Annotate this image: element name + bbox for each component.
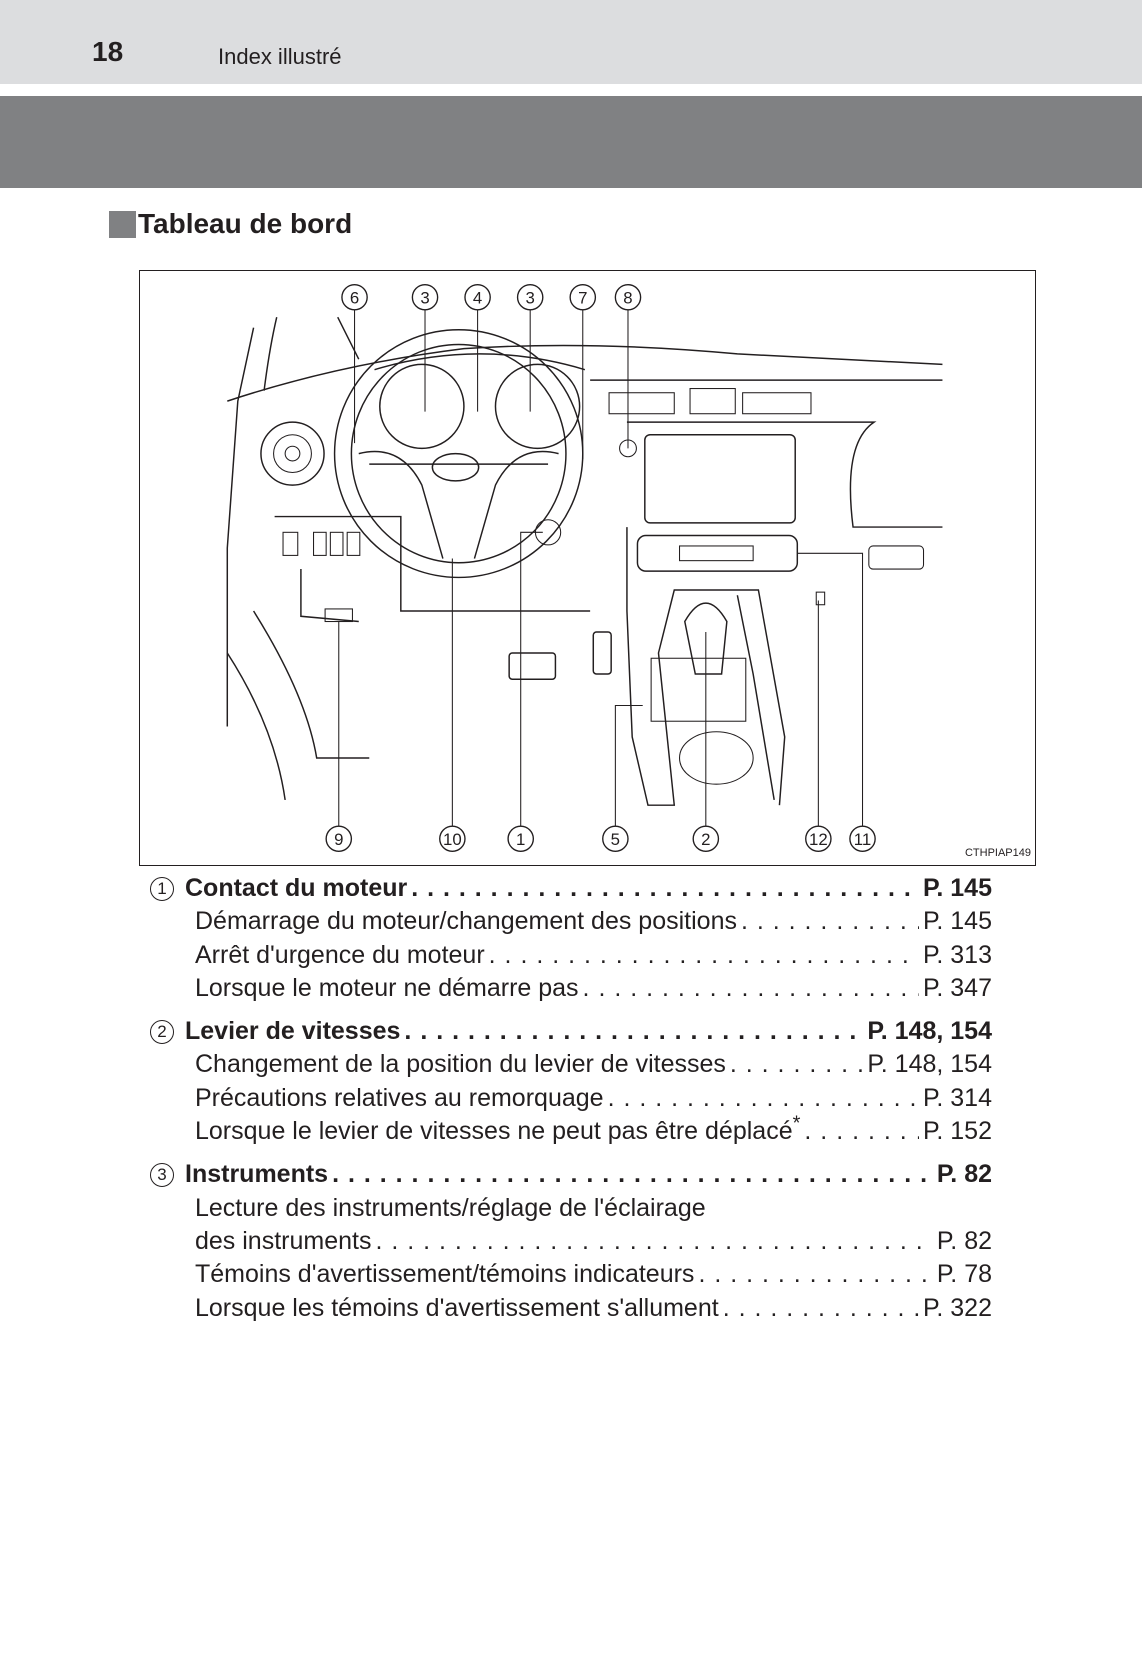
page-number: 18 (92, 36, 124, 67)
section-title-text: Tableau de bord (138, 208, 353, 239)
page-ref[interactable]: P. 313 (922, 940, 992, 969)
footnote-asterisk: * (792, 1112, 801, 1135)
svg-text:3: 3 (420, 289, 429, 308)
svg-text:5: 5 (611, 830, 620, 849)
svg-text:9: 9 (334, 830, 343, 849)
callout-2: 2 (692, 825, 720, 853)
svg-text:6: 6 (350, 289, 359, 308)
entry-title: Levier de vitesses (185, 1017, 401, 1046)
entry-number-icon: 2 (150, 1020, 180, 1046)
callout-4: 4 (464, 283, 491, 311)
entry-number-icon: 1 (150, 877, 180, 903)
header-band (0, 96, 1142, 188)
svg-text:8: 8 (623, 289, 632, 308)
dashboard-lines (226, 316, 943, 806)
dashboard-illustration: 6 3 4 3 7 8 9 10 1 5 2 12 11 CTHPIAP149 (139, 270, 1036, 866)
page-ref[interactable]: P. 145 (922, 907, 992, 936)
page-ref[interactable]: P. 148, 154 (867, 1050, 992, 1079)
dashboard-drawing: 6 3 4 3 7 8 9 10 1 5 2 12 11 (226, 283, 943, 853)
entry-item[interactable]: Arrêt d'urgence du moteurP. 313 (150, 939, 992, 972)
page-ref[interactable]: P. 82 (936, 1226, 992, 1255)
svg-text:4: 4 (473, 289, 482, 308)
entry-item[interactable]: Lorsque le levier de vitesses ne peut pa… (150, 1112, 992, 1148)
callout-6: 6 (341, 283, 368, 311)
page-ref[interactable]: P. 347 (922, 973, 992, 1002)
entry-item[interactable]: Témoins d'avertissement/témoins indicate… (150, 1258, 992, 1291)
entry-heading[interactable]: 2 Levier de vitesses P. 148, 154 (150, 1015, 992, 1048)
entry-item[interactable]: Changement de la position du levier de v… (150, 1048, 992, 1081)
svg-text:11: 11 (854, 830, 871, 849)
entry-item: Lecture des instruments/réglage de l'écl… (195, 1193, 706, 1222)
index-entries: 1 Contact du moteur P. 145 Démarrage du … (150, 872, 992, 1325)
svg-text:12: 12 (809, 830, 828, 849)
bottom-callouts: 9 10 1 5 2 12 11 (325, 825, 876, 853)
header-bar (0, 0, 1142, 84)
dot-leader (411, 872, 919, 905)
entry-heading[interactable]: 1 Contact du moteur P. 145 (150, 872, 992, 905)
leader-lines (338, 309, 864, 827)
page-ref[interactable]: P. 82 (936, 1160, 992, 1189)
entry-title: Instruments (185, 1160, 329, 1189)
svg-text:7: 7 (578, 289, 587, 308)
entry-item[interactable]: Lorsque les témoins d'avertissement s'al… (150, 1292, 992, 1325)
chapter-title: Index illustré (218, 44, 342, 69)
entry-item[interactable]: Démarrage du moteur/changement des posit… (150, 905, 992, 938)
top-callouts: 6 3 4 3 7 8 (341, 283, 642, 311)
callout-1: 1 (507, 825, 535, 853)
callout-3: 3 (411, 283, 439, 311)
entry-heading[interactable]: 3 Instruments P. 82 (150, 1158, 992, 1191)
callout-12: 12 (805, 825, 832, 853)
callout-11: 11 (849, 825, 876, 853)
section-marker-icon (109, 210, 136, 238)
entry-item[interactable]: des instrumentsP. 82 (150, 1225, 992, 1258)
figure-code: CTHPIAP149 (964, 847, 1031, 859)
page-ref[interactable]: P. 148, 154 (867, 1017, 992, 1046)
svg-text:3: 3 (526, 289, 535, 308)
entry-item[interactable]: Lorsque le moteur ne démarre pasP. 347 (150, 972, 992, 1005)
entry-number-icon: 3 (150, 1163, 180, 1189)
svg-text:10: 10 (443, 830, 462, 849)
callout-8: 8 (614, 283, 642, 311)
entry-title: Contact du moteur (185, 874, 408, 902)
page-ref[interactable]: P. 145 (922, 874, 992, 902)
svg-text:1: 1 (516, 830, 525, 849)
callout-9: 9 (325, 825, 353, 853)
callout-3b: 3 (516, 283, 544, 311)
page-ref[interactable]: P. 314 (922, 1083, 992, 1112)
callout-5: 5 (602, 825, 629, 853)
entry-item[interactable]: Précautions relatives au remorquageP. 31… (150, 1082, 992, 1115)
callout-7: 7 (569, 283, 597, 311)
callout-10: 10 (439, 825, 466, 853)
section-title: Tableau de bord (109, 208, 352, 240)
page-ref[interactable]: P. 152 (922, 1117, 992, 1146)
page-ref[interactable]: P. 78 (936, 1260, 992, 1289)
page-ref[interactable]: P. 322 (922, 1293, 992, 1322)
svg-text:2: 2 (701, 830, 710, 849)
